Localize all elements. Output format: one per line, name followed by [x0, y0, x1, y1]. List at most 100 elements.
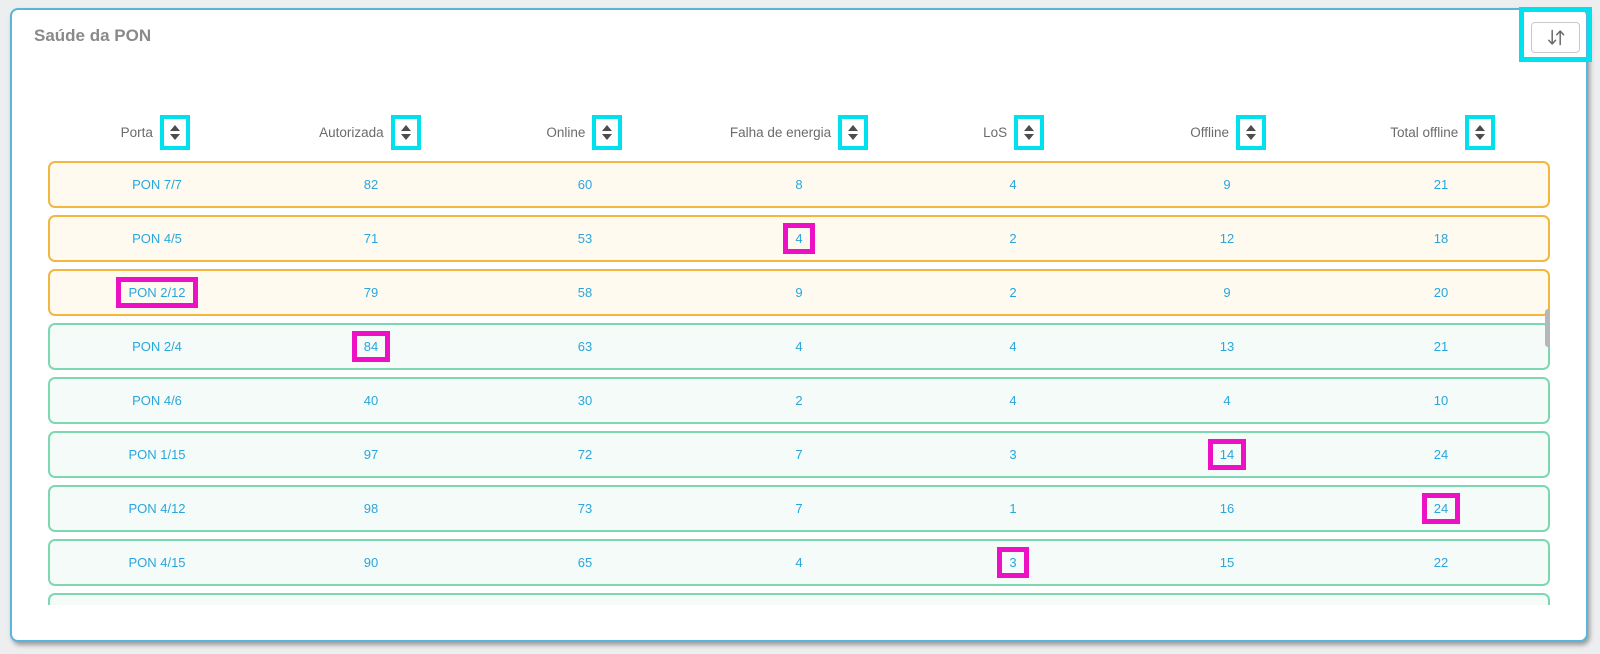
sort-up-triangle	[1246, 124, 1257, 131]
cell-value: 24	[1433, 501, 1449, 516]
cell-value: 7	[795, 501, 803, 516]
column-header-porta: Porta	[48, 114, 263, 150]
cell-value: PON 4/12	[128, 501, 186, 516]
cell-value: 4	[1009, 339, 1017, 354]
sort-down-triangle	[1024, 133, 1035, 140]
cell-value: 18	[1433, 231, 1449, 246]
column-header-falha: Falha de energia	[692, 114, 907, 150]
annotation-box-cyan	[1465, 114, 1496, 150]
cell-total: 21	[1334, 339, 1548, 354]
column-sort-icon[interactable]	[848, 124, 859, 140]
table-row-partial[interactable]	[48, 593, 1550, 605]
column-sort-icon[interactable]	[400, 124, 411, 140]
cell-total: 22	[1334, 555, 1548, 570]
cell-value: 8	[795, 177, 803, 192]
cell-los: 4	[906, 393, 1120, 408]
cell-porta: PON 7/7	[50, 177, 264, 192]
cell-porta: PON 4/6	[50, 393, 264, 408]
page-title: Saúde da PON	[34, 26, 152, 45]
cell-value: 82	[363, 177, 379, 192]
annotation-box-magenta: 14	[1207, 439, 1247, 470]
cell-value: 15	[1219, 555, 1235, 570]
sort-down-triangle	[1246, 133, 1257, 140]
cell-online: 65	[478, 555, 692, 570]
column-header-label: LoS	[983, 124, 1008, 140]
cell-value: 58	[577, 285, 593, 300]
cell-value: 22	[1433, 555, 1449, 570]
cell-online: 72	[478, 447, 692, 462]
column-header-label: Autorizada	[319, 124, 384, 140]
column-header-label: Falha de energia	[729, 124, 832, 140]
cell-value: 84	[363, 339, 379, 354]
column-sort-icon[interactable]	[1475, 124, 1486, 140]
annotation-box-magenta: PON 2/12	[116, 277, 198, 308]
cell-value: 3	[1009, 555, 1017, 570]
cell-autorizada: 98	[264, 501, 478, 516]
cell-value: PON 4/15	[128, 555, 186, 570]
cell-offline: 14	[1120, 439, 1334, 470]
cell-value: PON 2/4	[132, 339, 182, 354]
cell-offline: 4	[1120, 393, 1334, 408]
cell-autorizada: 79	[264, 285, 478, 300]
sort-down-triangle	[169, 133, 180, 140]
cell-value: 12	[1219, 231, 1235, 246]
cell-porta: PON 2/4	[50, 339, 264, 354]
cell-autorizada: 90	[264, 555, 478, 570]
annotation-box-magenta: 24	[1421, 493, 1461, 524]
column-sort-icon[interactable]	[169, 124, 180, 140]
annotation-box-cyan	[1014, 114, 1045, 150]
cell-online: 63	[478, 339, 692, 354]
column-sort-icon[interactable]	[602, 124, 613, 140]
cell-offline: 9	[1120, 285, 1334, 300]
cell-total: 24	[1334, 447, 1548, 462]
sort-up-triangle	[602, 124, 613, 131]
sort-down-up-arrows-icon	[1547, 29, 1564, 46]
cell-offline: 13	[1120, 339, 1334, 354]
cell-value: 9	[795, 285, 803, 300]
cell-value: 2	[1009, 285, 1017, 300]
column-header-label: Porta	[120, 124, 153, 140]
cell-los: 1	[906, 501, 1120, 516]
table-sort-button[interactable]	[1531, 22, 1580, 53]
cell-value: 53	[577, 231, 593, 246]
cell-value: 4	[1009, 177, 1017, 192]
sort-down-triangle	[602, 133, 613, 140]
cell-online: 58	[478, 285, 692, 300]
cell-value: 30	[577, 393, 593, 408]
cell-autorizada: 40	[264, 393, 478, 408]
annotation-box-cyan	[159, 114, 190, 150]
cell-los: 4	[906, 339, 1120, 354]
cell-value: 2	[795, 393, 803, 408]
cell-value: 97	[363, 447, 379, 462]
cell-porta: PON 4/15	[50, 555, 264, 570]
cell-value: PON 2/12	[128, 285, 186, 300]
vertical-scrollbar-thumb[interactable]	[1545, 309, 1550, 347]
column-header-los: LoS	[906, 114, 1121, 150]
cell-value: 71	[363, 231, 379, 246]
column-header-label: Offline	[1190, 124, 1230, 140]
cell-value: PON 7/7	[132, 177, 182, 192]
sort-down-triangle	[400, 133, 411, 140]
column-header-label: Total offline	[1390, 124, 1459, 140]
column-header-online: Online	[477, 114, 692, 150]
column-sort-icon[interactable]	[1246, 124, 1257, 140]
cell-online: 73	[478, 501, 692, 516]
cell-offline: 12	[1120, 231, 1334, 246]
cell-falha: 4	[692, 555, 906, 570]
cell-value: 4	[1009, 393, 1017, 408]
cell-offline: 9	[1120, 177, 1334, 192]
column-sort-icon[interactable]	[1024, 124, 1035, 140]
sort-up-triangle	[169, 124, 180, 131]
cell-value: 90	[363, 555, 379, 570]
cell-value: 73	[577, 501, 593, 516]
cell-los: 2	[906, 285, 1120, 300]
pon-table: Porta Autorizada Online Falha de energia LoS…	[12, 112, 1586, 605]
